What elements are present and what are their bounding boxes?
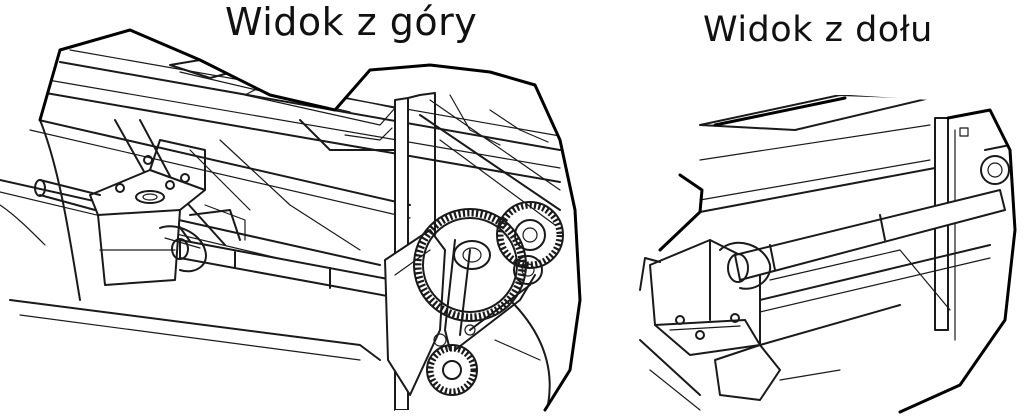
bottom-view-title: Widok z dołu [703, 10, 933, 50]
bottom-view-outline-right [898, 108, 1017, 414]
top-view-machine [0, 49, 564, 411]
top-view-title: Widok z góry [225, 0, 478, 44]
bottom-view-outline-left [658, 173, 704, 252]
bottom-view-machine [639, 95, 1011, 411]
bottom-view-drawing [639, 95, 1017, 414]
top-view-drawing [0, 28, 582, 412]
top-view-outline [38, 28, 582, 412]
